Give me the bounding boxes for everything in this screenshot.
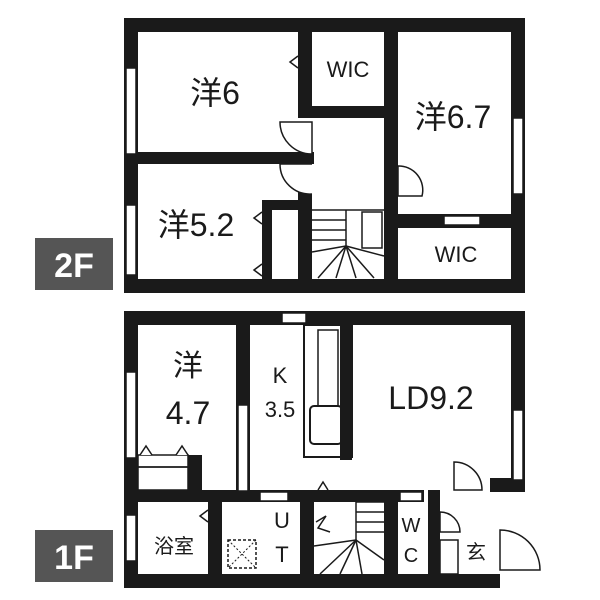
closet-1f [137,444,189,491]
door-1f-hall [317,480,329,491]
wall-1f-f [384,490,398,574]
wall-1f-step [490,478,525,492]
window-2f-wic [443,215,481,226]
door-1f-entrance [499,529,541,571]
staircase-1f [313,501,385,575]
wall-1f-h [428,490,440,574]
room-2f-wic-bottom: WIC [435,242,478,267]
room-2f-western-5-2: 洋5.2 [158,207,235,243]
door-1f-bath [198,509,209,523]
wall-1f-e [300,502,314,574]
wall-2f-top [124,18,525,32]
wall-1f-top [124,311,525,325]
door-2f-b [279,163,313,195]
floor-tag-2f: 2F [35,238,113,290]
washer-space [227,539,257,569]
room-1f-toilet-w: W [402,515,421,537]
room-1f-entrance: 玄 [466,541,486,564]
floor-tag-1f: 1F [35,530,113,582]
window-1f-top [281,312,307,324]
window-1f-kitchen [237,404,249,492]
door-2f-a [279,121,313,155]
room-1f-utility-u: U [274,508,290,533]
window-1f-ut [259,491,289,502]
closet-door-2f-low [252,263,263,277]
kitchen-counter [303,324,353,458]
wall-1f-bottom [124,574,500,588]
closet-door-2f-mid [252,211,263,225]
window-1f-wc [399,491,423,502]
window-1f-bath [125,514,137,562]
floor-1f: 洋 4.7 K 3.5 LD9.2 浴室 U T W C 玄 [124,311,541,588]
window-1f-right [512,409,524,481]
door-1f-wc [439,511,461,533]
room-1f-kitchen-size: 3.5 [265,397,296,422]
room-2f-western-6: 洋6 [190,75,240,111]
wall-2f-g [262,200,312,210]
wall-1f-c [188,455,202,495]
wall-2f-i [262,210,272,288]
window-2f-right [512,117,524,195]
wall-2f-h [298,164,312,288]
room-1f-kitchen-label: K [273,363,288,388]
wall-1f-d [208,502,222,574]
room-2f-western-6-7: 洋6.7 [415,99,492,135]
wall-2f-d [384,18,398,228]
room-1f-western-size: 4.7 [166,395,210,431]
wall-2f-c [298,106,390,118]
room-1f-living: LD9.2 [388,380,473,416]
door-2f-c [397,165,424,197]
window-2f-left-b [125,204,137,276]
room-1f-bath: 浴室 [154,535,194,558]
room-2f-wic-top: WIC [327,57,370,82]
door-1f-living [453,461,483,491]
wall-2f-f [384,228,398,288]
floor-tag-1f-label: 1F [54,539,94,577]
room-1f-utility-t: T [275,542,288,567]
room-1f-western-label: 洋 [173,350,203,383]
room-1f-toilet-c: C [404,545,418,567]
entrance-step [439,539,459,575]
window-1f-left [125,371,137,459]
floor-tag-2f-label: 2F [54,247,94,285]
window-2f-left-a [125,67,137,155]
staircase-2f [311,209,385,279]
wall-2f-bottom [124,279,525,293]
floor-2f: 洋6 WIC 洋6.7 洋5.2 WIC [124,18,525,293]
wall-2f-a [124,152,314,164]
closet-door-2f-top [288,55,299,69]
wall-2f-b [298,18,312,110]
